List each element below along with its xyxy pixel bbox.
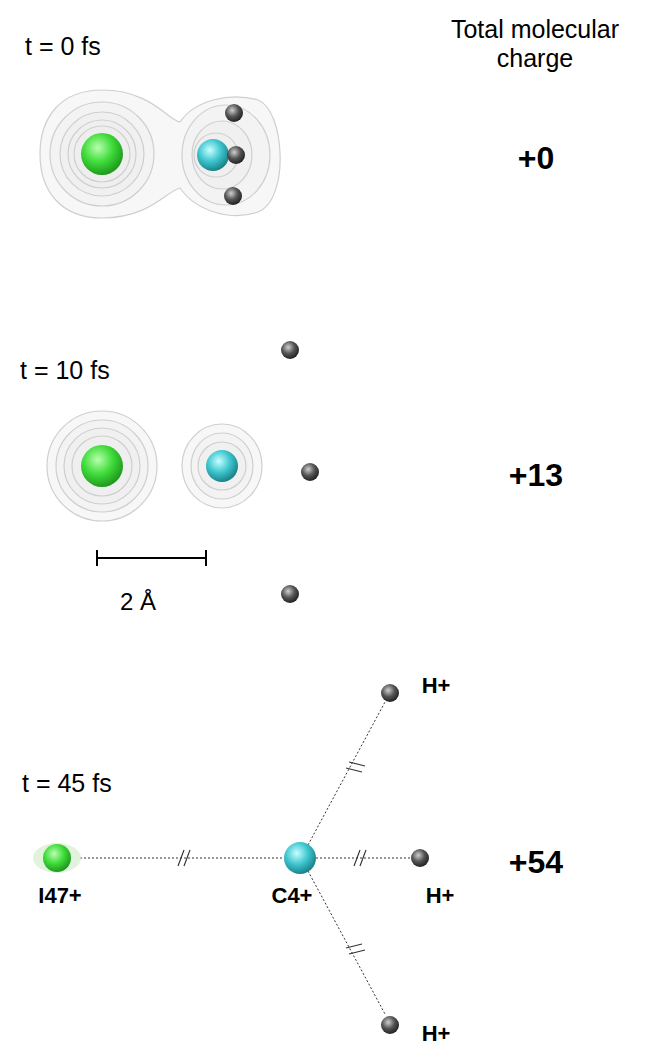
- scale-bar: [97, 550, 206, 566]
- electron-cloud: [40, 90, 280, 218]
- charge-value: +13: [509, 457, 563, 494]
- ion-label: H+: [426, 883, 455, 908]
- column-heading: Total molecular charge: [415, 15, 655, 73]
- time-label: t = 0 fs: [25, 32, 101, 61]
- time-label: t = 10 fs: [20, 356, 110, 385]
- electron-cloud: [47, 411, 262, 521]
- charge-value: +54: [509, 844, 563, 881]
- ion-label: H+: [422, 673, 451, 698]
- ion-label: C4+: [272, 883, 313, 908]
- broken-bond: [80, 702, 410, 1014]
- charge-value: +0: [518, 140, 554, 177]
- ion-label: I47+: [38, 883, 81, 908]
- time-label: t = 45 fs: [22, 769, 112, 798]
- break-mark: [178, 762, 366, 954]
- atoms: [33, 104, 429, 1034]
- scale-label: 2 Å: [120, 588, 156, 616]
- ion-label: H+: [422, 1021, 451, 1046]
